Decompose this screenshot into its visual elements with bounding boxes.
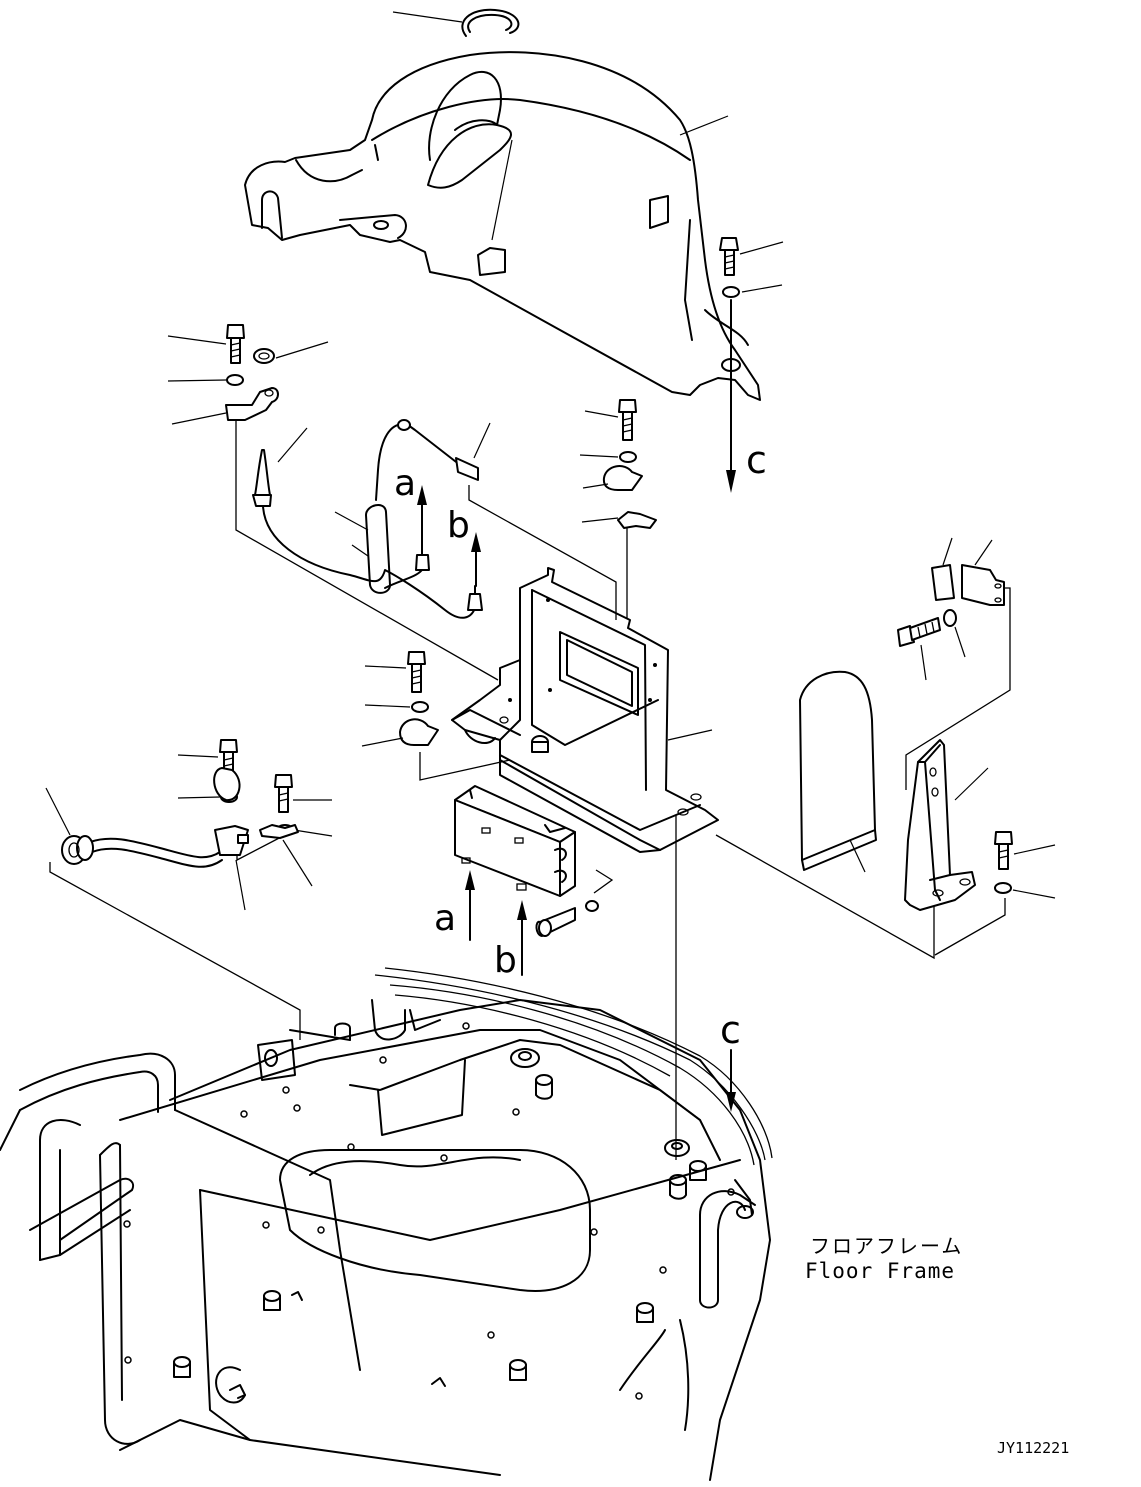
- bolt-stack-right: [994, 831, 1056, 899]
- view-label-c: c: [746, 438, 767, 482]
- floor-frame: [0, 967, 773, 1481]
- view-arrow-a: [417, 485, 427, 546]
- view-arrow-b-lower: [517, 900, 527, 976]
- wire-harness: [45, 767, 249, 911]
- view-label-b: b: [447, 505, 470, 546]
- cover-plate: [799, 670, 877, 873]
- bolt-top-right: [719, 237, 784, 298]
- view-label-b-lower: b: [494, 940, 517, 981]
- view-arrow-c: [726, 299, 736, 493]
- side-bracket: [904, 739, 989, 911]
- drawing-id: JY112221: [997, 1439, 1069, 1457]
- view-arrow-a-lower: [465, 870, 475, 941]
- controller-unit: [454, 785, 599, 937]
- bracket-main: [451, 567, 719, 853]
- console-cover: [244, 51, 761, 401]
- view-arrow-b: [471, 532, 481, 587]
- bolt-stack-middle-left: [361, 651, 439, 747]
- bolt-stack-upper-left: [167, 324, 329, 425]
- caption-japanese: フロアフレーム: [810, 1234, 963, 1258]
- view-label-a-lower: a: [434, 898, 456, 939]
- view-label-a: a: [394, 463, 416, 504]
- snap-ring: [392, 8, 520, 37]
- bolt-stack-lower-left: [177, 739, 333, 887]
- view-label-c-lower: c: [720, 1008, 741, 1052]
- caption-english: Floor Frame: [805, 1259, 955, 1283]
- rubber-pads: [931, 537, 1005, 606]
- bolt-right-horizontal: [897, 609, 966, 681]
- antenna-cable: [252, 419, 491, 619]
- view-arrow-c-lower: [726, 1049, 736, 1112]
- leader-lines: [49, 420, 1011, 1160]
- bolt-stack-middle: [579, 399, 657, 720]
